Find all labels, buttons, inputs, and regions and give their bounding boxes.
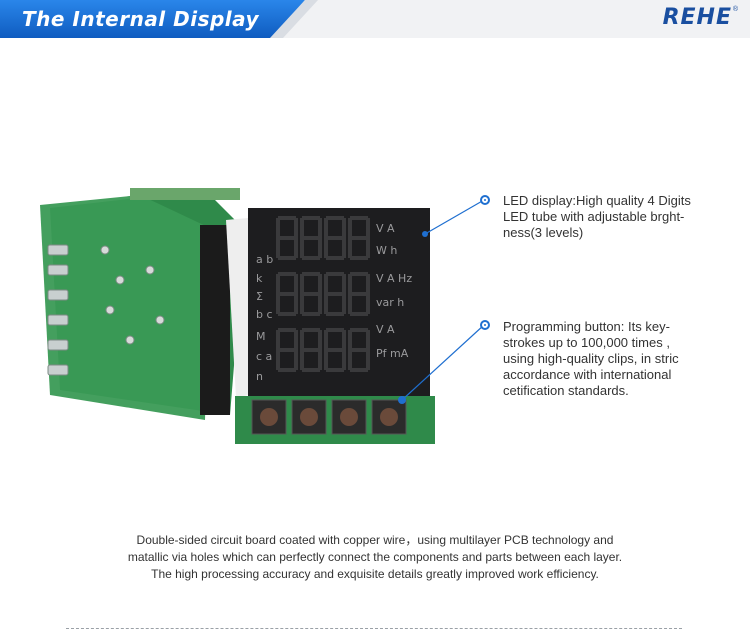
legend-right-label: V A Hz bbox=[376, 272, 412, 285]
led-digit bbox=[324, 216, 346, 260]
legend-left-label: k bbox=[256, 272, 263, 285]
display-legend-left: a b kΣb c Mc a n bbox=[256, 253, 273, 383]
led-digit bbox=[300, 216, 322, 260]
registered-mark: ® bbox=[732, 6, 738, 13]
display-bezel bbox=[226, 218, 248, 398]
led-digit bbox=[324, 272, 346, 316]
legend-left-label: c a bbox=[256, 350, 272, 363]
led-digit bbox=[300, 272, 322, 316]
banner-shape bbox=[0, 0, 318, 38]
button-cap bbox=[260, 408, 278, 426]
legend-right-label: V A bbox=[376, 323, 395, 336]
description-text: Double-sided circuit board coated with c… bbox=[80, 532, 670, 583]
led-digit bbox=[276, 272, 298, 316]
description-line-2: matallic via holes which can perfectly c… bbox=[127, 550, 623, 564]
brand-logo: REHE bbox=[662, 5, 732, 30]
legend-left-label: M bbox=[256, 330, 266, 343]
meter-product-image: a b kΣb c Mc a n V A W h V A Hz var h V A Pf mA bbox=[40, 188, 435, 444]
footer-divider bbox=[66, 628, 682, 629]
led-digit bbox=[348, 328, 370, 372]
led-digit bbox=[276, 216, 298, 260]
description-line-3: The high processing accuracy and exquisi… bbox=[151, 567, 599, 581]
pcb-board-side bbox=[40, 195, 210, 420]
button-cap bbox=[380, 408, 398, 426]
solder-pads bbox=[100, 245, 165, 345]
legend-left-label: a b bbox=[256, 253, 273, 266]
header-bar: The Internal Display REHE ® bbox=[0, 0, 750, 38]
description-line-1: Double-sided circuit board coated with c… bbox=[136, 533, 614, 547]
led-digit bbox=[348, 272, 370, 316]
led-digit bbox=[348, 216, 370, 260]
callout-bullet-2 bbox=[480, 320, 490, 330]
title-banner: The Internal Display bbox=[0, 0, 320, 38]
led-digit bbox=[276, 328, 298, 372]
callout-led-display: LED display:High quality 4 Digits LED tu… bbox=[503, 193, 691, 240]
led-digit bbox=[300, 328, 322, 372]
button-cap bbox=[300, 408, 318, 426]
callout-bullet-1 bbox=[480, 195, 490, 205]
legend-left-label: b c bbox=[256, 308, 273, 321]
legend-right-label: var h bbox=[376, 296, 404, 309]
button-housing bbox=[251, 399, 287, 435]
connector-strip bbox=[200, 225, 230, 415]
legend-left-label: Σ bbox=[256, 290, 263, 303]
display-legend-right: V A W h V A Hz var h V A Pf mA bbox=[376, 222, 412, 360]
button-cap bbox=[340, 408, 358, 426]
led-digits bbox=[276, 216, 370, 372]
page-title: The Internal Display bbox=[22, 7, 260, 31]
callout-programming-button: Programming button: Its key- strokes up … bbox=[503, 319, 679, 398]
legend-right-label: V A bbox=[376, 222, 395, 235]
terminal-pins bbox=[47, 244, 69, 376]
led-digit bbox=[324, 328, 346, 372]
pcb-top-edge bbox=[130, 188, 240, 200]
legend-right-label: Pf mA bbox=[376, 347, 409, 360]
legend-right-label: W h bbox=[376, 244, 397, 257]
legend-left-label: n bbox=[256, 370, 263, 383]
programming-buttons bbox=[251, 399, 407, 435]
